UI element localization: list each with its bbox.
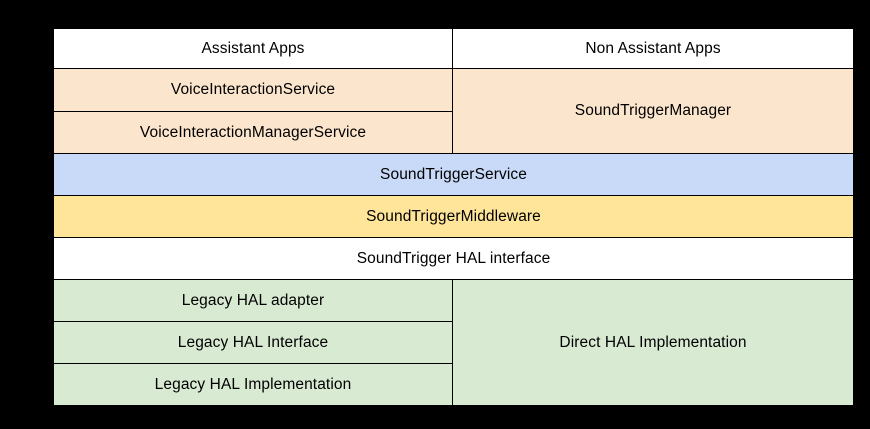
cell-legacy-hal-adapter: Legacy HAL adapter bbox=[53, 279, 453, 322]
cell-sound-trigger-manager: SoundTriggerManager bbox=[452, 68, 854, 154]
cell-legacy-hal-interface: Legacy HAL Interface bbox=[53, 321, 453, 364]
soundtrigger-architecture-table: Assistant Apps Non Assistant Apps VoiceI… bbox=[53, 28, 854, 406]
cell-sound-trigger-hal-interface: SoundTrigger HAL interface bbox=[53, 237, 854, 280]
cell-legacy-hal-implementation: Legacy HAL Implementation bbox=[53, 363, 453, 406]
cell-direct-hal-implementation: Direct HAL Implementation bbox=[452, 279, 854, 406]
cell-sound-trigger-middleware: SoundTriggerMiddleware bbox=[53, 195, 854, 238]
cell-sound-trigger-service: SoundTriggerService bbox=[53, 153, 854, 196]
cell-voice-interaction-service: VoiceInteractionService bbox=[53, 68, 453, 112]
cell-voice-interaction-manager-service: VoiceInteractionManagerService bbox=[53, 111, 453, 154]
column-header-non-assistant-apps: Non Assistant Apps bbox=[452, 28, 854, 69]
column-header-assistant-apps: Assistant Apps bbox=[53, 28, 453, 69]
